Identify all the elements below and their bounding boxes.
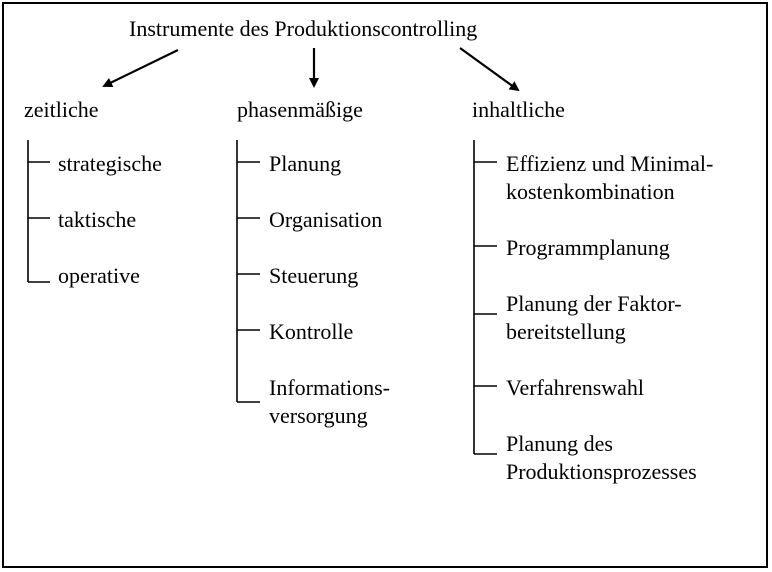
item-operative: operative [58,263,140,288]
heading-inhaltliche: inhaltliche [472,97,565,122]
bracket-inhaltliche [473,140,497,455]
item-planung: Planung [269,151,342,176]
item-kontrolle: Kontrolle [269,319,354,344]
item-strategische: strategische [58,151,162,176]
diagram-title: Instrumente des Produktionscontrolling [129,16,478,41]
item-informationsversorgung: Informations- versorgung [269,375,390,428]
item-programmplanung: Programmplanung [506,235,670,260]
bracket-phasenmaessige [236,140,260,403]
item-steuerung: Steuerung [269,263,359,288]
item-organisation: Organisation [269,207,383,232]
heading-zeitliche: zeitliche [24,97,99,122]
item-faktorbereitstellung: Planung der Faktor- bereitstellung [506,291,682,344]
item-taktische: taktische [58,207,137,232]
arrow-to-inhaltliche [459,47,520,92]
item-produktionsprozesse: Planung des Produktionsprozesses [506,431,697,484]
heading-phasenmaessige: phasenmäßige [237,97,363,122]
bracket-zeitliche [27,140,50,283]
item-effizienz: Effizienz und Minimal- kostenkombination [506,151,714,204]
item-verfahrenswahl: Verfahrenswahl [506,375,645,400]
arrow-to-zeitliche [102,49,179,87]
